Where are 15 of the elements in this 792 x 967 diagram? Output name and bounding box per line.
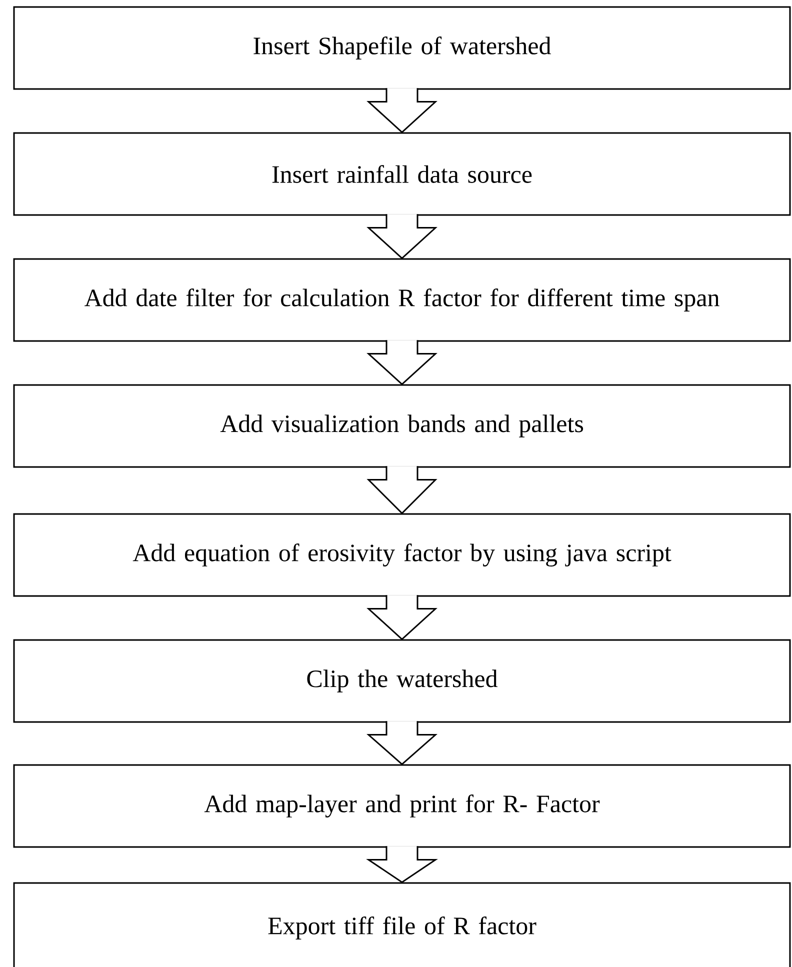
process-box: Add map-layer and print for R- Factor — [13, 764, 791, 848]
process-box: Add date filter for calculation R factor for different time span — [13, 258, 791, 342]
block-arrow — [366, 465, 438, 514]
process-box: Insert rainfall data source — [13, 132, 791, 216]
process-box: Add visualization bands and pallets — [13, 384, 791, 468]
process-box: Clip the watershed — [13, 639, 791, 723]
block-arrow — [366, 339, 438, 386]
process-box: Export tiff file of R factor — [13, 882, 791, 967]
block-arrow — [366, 87, 438, 134]
block-arrow — [366, 594, 438, 640]
process-box: Add equation of erosivity factor by using java script — [13, 513, 791, 597]
process-box: Insert Shapefile of watershed — [13, 6, 791, 90]
block-arrow — [366, 845, 438, 884]
block-arrow — [366, 720, 438, 766]
block-arrow — [366, 213, 438, 260]
